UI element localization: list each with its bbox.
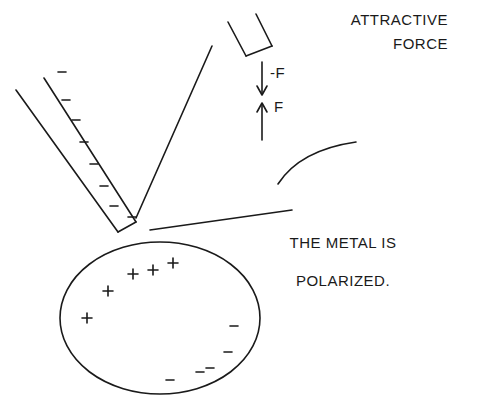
minus-sign xyxy=(58,71,66,73)
sphere-surface xyxy=(278,142,356,184)
force-arrow xyxy=(261,104,263,140)
induced-negative-charges xyxy=(166,326,238,380)
rod-end xyxy=(118,222,136,232)
minus-sign xyxy=(72,119,80,121)
rod-edge xyxy=(44,78,136,222)
zoom-line xyxy=(136,46,212,218)
arrow-head xyxy=(257,103,267,112)
rod-edge xyxy=(228,22,246,56)
zoom-line xyxy=(150,210,292,230)
arrow-head xyxy=(257,86,267,95)
rod-end xyxy=(246,46,272,56)
rod-negative-charges xyxy=(58,72,136,217)
minus-sign xyxy=(62,99,70,101)
plus-sign xyxy=(148,265,158,275)
rod-edge xyxy=(256,14,272,46)
minus-sign xyxy=(166,379,174,381)
minus-sign xyxy=(90,163,98,165)
plus-sign xyxy=(168,258,178,268)
minus-sign xyxy=(128,216,136,218)
plus-sign xyxy=(103,286,113,296)
zoom-inset xyxy=(228,14,356,184)
induced-positive-charges xyxy=(82,258,178,323)
force-label: F xyxy=(274,98,304,116)
minus-sign xyxy=(206,367,214,369)
plus-sign xyxy=(82,313,92,323)
minus-sign xyxy=(230,325,238,327)
minus-sign xyxy=(100,185,108,187)
minus-sign xyxy=(196,371,204,373)
force-label: -F xyxy=(270,64,300,82)
minus-sign xyxy=(224,351,232,353)
charged-rod xyxy=(16,78,136,232)
minus-sign xyxy=(110,205,118,207)
rod-edge xyxy=(16,90,118,232)
plus-sign xyxy=(128,269,138,279)
force-note: ATTRACTIVE FORCE xyxy=(318,8,448,56)
force-arrow xyxy=(261,62,263,94)
minus-sign xyxy=(80,141,88,143)
polarization-note: THE METAL IS POLARIZED. xyxy=(268,224,418,300)
metal-sphere xyxy=(60,242,260,394)
zoom-cone xyxy=(136,46,292,230)
